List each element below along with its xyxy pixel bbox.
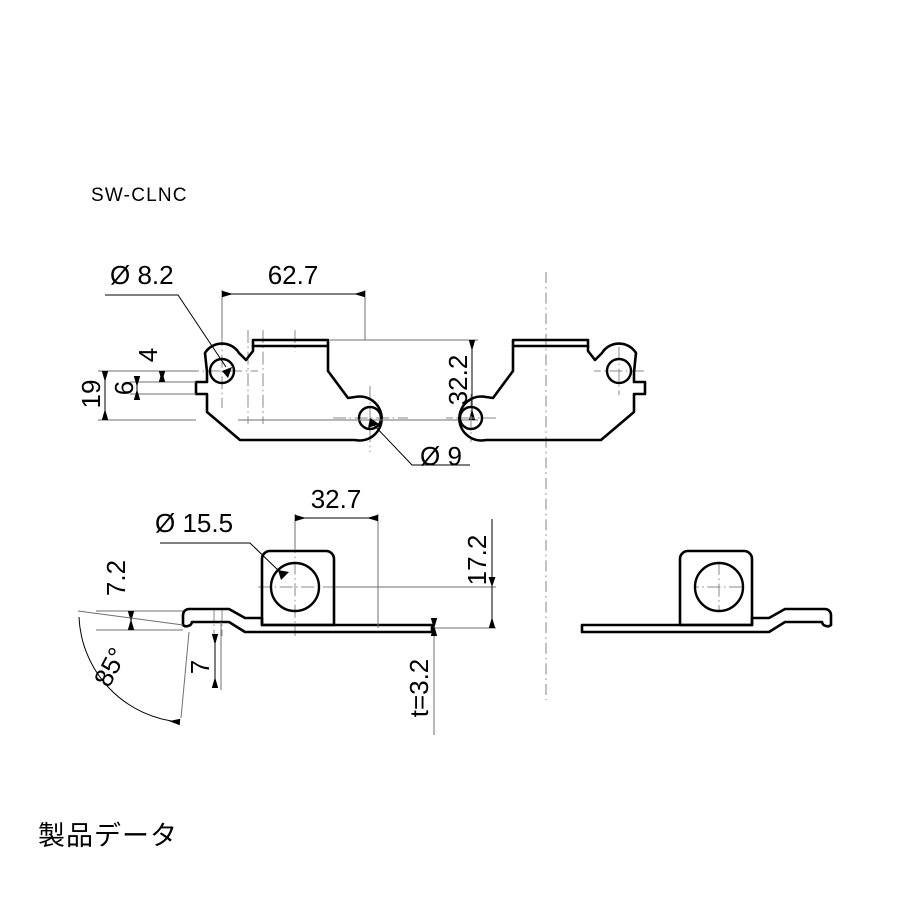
front-view-base-plate	[181, 607, 434, 634]
plan-view-right-hole-9	[458, 405, 484, 431]
part-number-label: SW-CLNC	[91, 185, 188, 206]
dimline-17-2-arrow-top	[488, 577, 496, 587]
plan-view-right-hole-8-2	[605, 357, 633, 385]
dim-label-32-2: 32.2	[443, 355, 473, 406]
dim-label-85-deg: 85°	[88, 643, 133, 692]
ext-85-deg-ref	[77, 610, 184, 626]
front-view-right-hole-15-5	[693, 561, 745, 613]
plan-view-hole-8-2	[208, 357, 236, 385]
front-view-right-base-plate	[580, 607, 833, 634]
front-view-upright-tab	[260, 549, 336, 627]
sheet-caption: 製品データ	[38, 821, 178, 851]
dim-label-4: 4	[133, 348, 163, 362]
dim-label-dia-9: Ø 9	[420, 441, 462, 471]
plan-view-right-mirrored	[446, 338, 647, 442]
dim-label-6: 6	[109, 381, 139, 395]
front-view-right-upright-tab	[678, 549, 754, 627]
leader-arrow-dia-9	[368, 418, 379, 428]
leader-dia-8-2	[105, 294, 227, 368]
dim-label-19: 19	[76, 380, 106, 409]
dim-label-7-2: 7.2	[101, 560, 131, 596]
dim-label-dia-15-5: Ø 15.5	[155, 508, 233, 538]
dimline-85-deg-arc	[78, 616, 181, 726]
front-view-left: 32.7 17.2 7.2 7 t=3.2 85° Ø 15.5	[77, 484, 496, 735]
front-view-right-mirrored	[580, 549, 833, 634]
front-view-hole-15-5	[269, 561, 321, 613]
dim-label-17-2: 17.2	[462, 535, 492, 586]
dim-label-t-3-2: t=3.2	[404, 659, 434, 718]
dim-label-32-7: 32.7	[311, 484, 362, 514]
dim-label-7: 7	[185, 660, 215, 674]
dim-label-62-7: 62.7	[268, 260, 319, 290]
leader-dia-15-5	[160, 542, 282, 574]
plan-view-left: 62.7 32.2 19 6 4 Ø 8.2 Ø 9	[76, 260, 478, 471]
plan-view-right-keyslot-edges	[633, 381, 646, 395]
plan-view-part-outline	[194, 338, 383, 442]
leader-arrow-dia-8-2	[222, 367, 232, 378]
plan-view-keyslot-edges	[195, 381, 208, 395]
dim-label-dia-8-2: Ø 8.2	[110, 260, 174, 290]
leader-arrow-dia-15-5	[278, 570, 289, 580]
plan-view-right-part-outline	[458, 338, 647, 442]
plan-view-hole-9	[357, 405, 383, 431]
ext-7-left	[180, 631, 190, 719]
leader-dia-9	[371, 422, 470, 466]
